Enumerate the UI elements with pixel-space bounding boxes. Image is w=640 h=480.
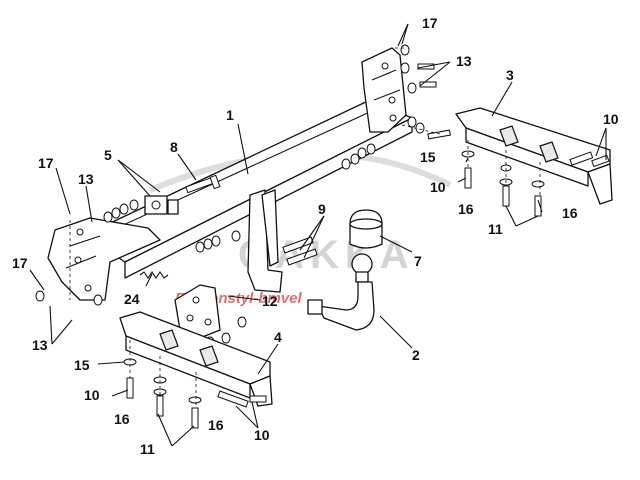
callout-10-right-top: 10: [603, 111, 619, 127]
center-bracket: [247, 189, 283, 293]
callout-13-left: 13: [78, 171, 94, 187]
callout-9: 9: [318, 201, 326, 217]
callout-3: 3: [506, 67, 514, 83]
part-3-right-bracket: [455, 107, 613, 205]
left-side-bracket: [47, 217, 161, 301]
callout-17-upper-right: 17: [422, 15, 438, 31]
callout-11-right: 11: [488, 221, 503, 237]
callout-13-lower-left: 13: [32, 337, 48, 353]
callout-16-lower-left: 16: [114, 411, 130, 427]
callout-16-lower-right: 16: [208, 417, 224, 433]
callout-5: 5: [104, 147, 112, 163]
callout-13-upper-right: 13: [456, 53, 472, 69]
callout-17-lower-left: 17: [12, 255, 28, 271]
callout-4: 4: [274, 329, 282, 345]
callout-16-right-left: 16: [458, 201, 474, 217]
part-24-spring: [139, 271, 169, 279]
callout-8: 8: [170, 139, 178, 155]
callout-10-lower-left: 10: [84, 387, 100, 403]
callout-10-lower-right: 10: [254, 427, 270, 443]
part-2-tow-ball-hook: [307, 253, 375, 331]
upper-right-bolts: [400, 44, 451, 140]
callout-24: 24: [124, 291, 140, 307]
callout-17-left: 17: [38, 155, 54, 171]
callout-labels: 1 2 3 4 5 7 8 9 10 10 10 10 11 11 12 13 …: [12, 15, 619, 457]
callout-16-right-right: 16: [562, 205, 578, 221]
callout-1: 1: [226, 107, 234, 123]
right-side-bracket: [361, 47, 407, 133]
callout-7: 7: [414, 253, 422, 269]
callout-2: 2: [412, 347, 420, 363]
callout-12: 12: [262, 293, 278, 309]
assembly-guides: [69, 47, 541, 408]
part-7-ball-cap: [349, 209, 383, 249]
callout-15-right: 15: [420, 149, 436, 165]
part-5-spacers: [144, 195, 179, 215]
part-8-bolt: [185, 174, 221, 194]
leader-lines: [29, 23, 607, 447]
right-bracket-fasteners: [461, 150, 610, 217]
callout-10-right: 10: [430, 179, 446, 195]
part-12-socket-plate: [174, 284, 221, 339]
part-4-lower-bracket: [119, 311, 273, 407]
callout-11-lower: 11: [140, 441, 155, 457]
callout-15-lower: 15: [74, 357, 90, 373]
